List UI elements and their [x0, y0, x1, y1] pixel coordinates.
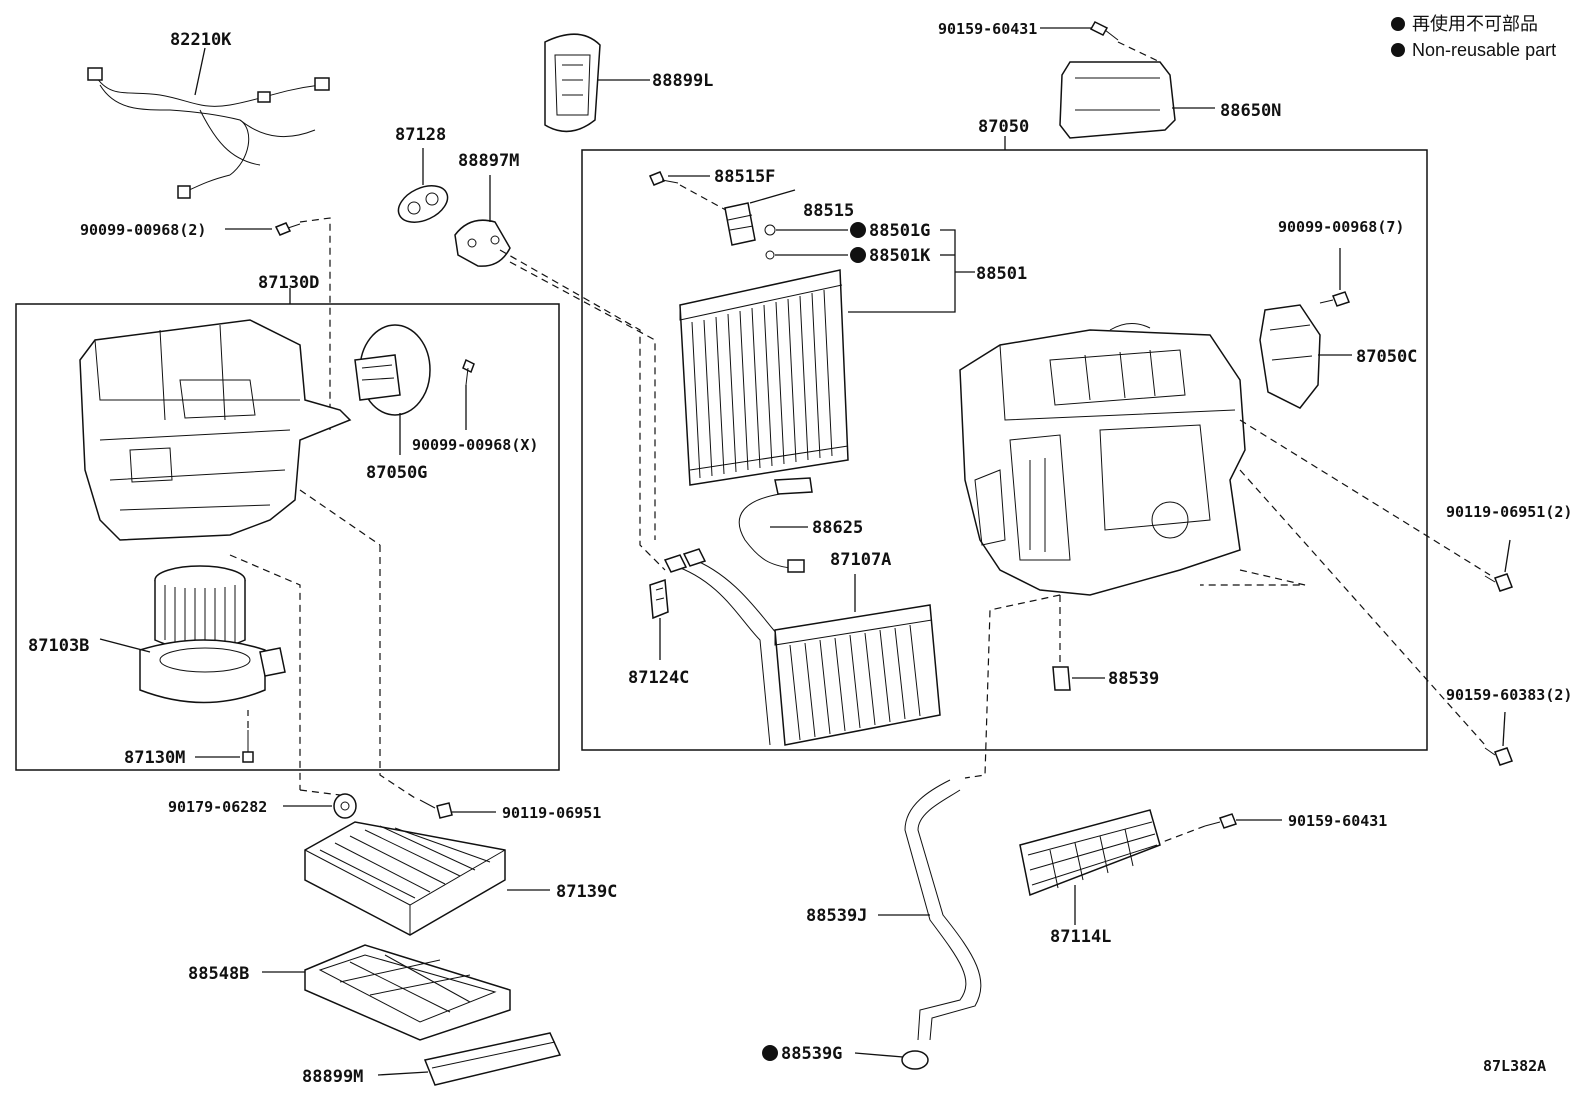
non-reusable-dot-icon	[1391, 43, 1405, 57]
label-88501G: 88501G	[869, 221, 930, 241]
label-90159-60431-bottom: 90159-60431	[1288, 812, 1387, 830]
label-87139C: 87139C	[556, 882, 617, 902]
label-90099-00968-X: 90099-00968(X)	[412, 436, 538, 454]
label-90179-06282: 90179-06282	[168, 798, 267, 816]
non-reusable-dot-icon	[850, 247, 866, 263]
label-88539G: 88539G	[781, 1044, 842, 1064]
label-90159-60383-2: 90159-60383(2)	[1446, 686, 1572, 704]
label-88650N: 88650N	[1220, 101, 1281, 121]
expansion-valve-part	[648, 171, 975, 313]
label-88539J: 88539J	[806, 906, 867, 926]
ecu-bracket-part	[1040, 21, 1215, 139]
bolt-90119-06951-2	[1484, 539, 1513, 592]
label-88548B: 88548B	[188, 964, 249, 984]
servo-87050G-part	[354, 324, 475, 455]
label-88899M: 88899M	[302, 1067, 363, 1087]
sensor-88625-part	[738, 477, 813, 573]
seal-parts	[397, 148, 666, 571]
label-87050C: 87050C	[1356, 347, 1417, 367]
label-87128: 87128	[395, 125, 446, 145]
clamp-87124C-part	[649, 578, 669, 660]
non-reusable-dot-icon	[850, 222, 866, 238]
label-87124C: 87124C	[628, 668, 689, 688]
grommet-88539-part	[1052, 666, 1105, 691]
label-88501K: 88501K	[869, 246, 931, 266]
washer-90179-06282	[283, 789, 357, 819]
label-82210K: 82210K	[170, 30, 232, 50]
label-87130M: 87130M	[124, 748, 185, 768]
bolt-90119-06951	[299, 489, 496, 819]
legend: 再使用不可部品 Non-reusable part	[1391, 14, 1556, 60]
bolt-90159-60383-2	[1239, 469, 1513, 766]
drain-hose-part	[878, 779, 982, 1041]
heater-core-part	[663, 548, 941, 746]
blower-housing-part	[79, 288, 352, 541]
blower-assembly-frame	[15, 303, 560, 771]
label-90119-06951-2: 90119-06951(2)	[1446, 503, 1572, 521]
legend-line-jp: 再使用不可部品	[1412, 14, 1538, 34]
label-90099-00968-7: 90099-00968(7)	[1278, 218, 1404, 236]
non-reusable-dot-icon	[762, 1045, 778, 1061]
label-87103B: 87103B	[28, 636, 89, 656]
label-88539: 88539	[1108, 669, 1159, 689]
filter-tray-part	[262, 944, 511, 1041]
non-reusable-dot-icon	[1391, 17, 1405, 31]
screw-90099-00968-2	[225, 217, 331, 430]
label-88515F: 88515F	[714, 167, 775, 187]
label-90099-00968-2: 90099-00968(2)	[80, 221, 206, 239]
grille-88899L-part	[544, 33, 650, 133]
diagram-code: 87L382A	[1483, 1057, 1546, 1075]
cover-88899M-part	[377, 1032, 562, 1086]
label-90119-06951: 90119-06951	[502, 804, 601, 822]
fan-motor-part	[99, 554, 301, 790]
label-88625: 88625	[812, 518, 863, 538]
legend-line-en: Non-reusable part	[1412, 40, 1556, 60]
wire-harness-part	[87, 47, 330, 199]
duct-87114L-part	[1019, 809, 1282, 925]
air-filter-part	[304, 821, 550, 936]
label-87107A: 87107A	[830, 550, 891, 570]
grommet-88539G-part	[762, 1045, 929, 1070]
label-87050G: 87050G	[366, 463, 427, 483]
label-87130D: 87130D	[258, 273, 319, 293]
label-88897M: 88897M	[458, 151, 519, 171]
label-88515: 88515	[803, 201, 854, 221]
label-88501: 88501	[976, 264, 1027, 284]
label-90159-60431-top: 90159-60431	[938, 20, 1037, 38]
hvac-unit-part	[959, 136, 1306, 779]
label-87050: 87050	[978, 117, 1029, 137]
evaporator-part	[679, 269, 849, 486]
label-88899L: 88899L	[652, 71, 713, 91]
label-87114L: 87114L	[1050, 927, 1111, 947]
servo-87050C-part	[1239, 248, 1491, 576]
screw-87130M	[195, 710, 254, 763]
